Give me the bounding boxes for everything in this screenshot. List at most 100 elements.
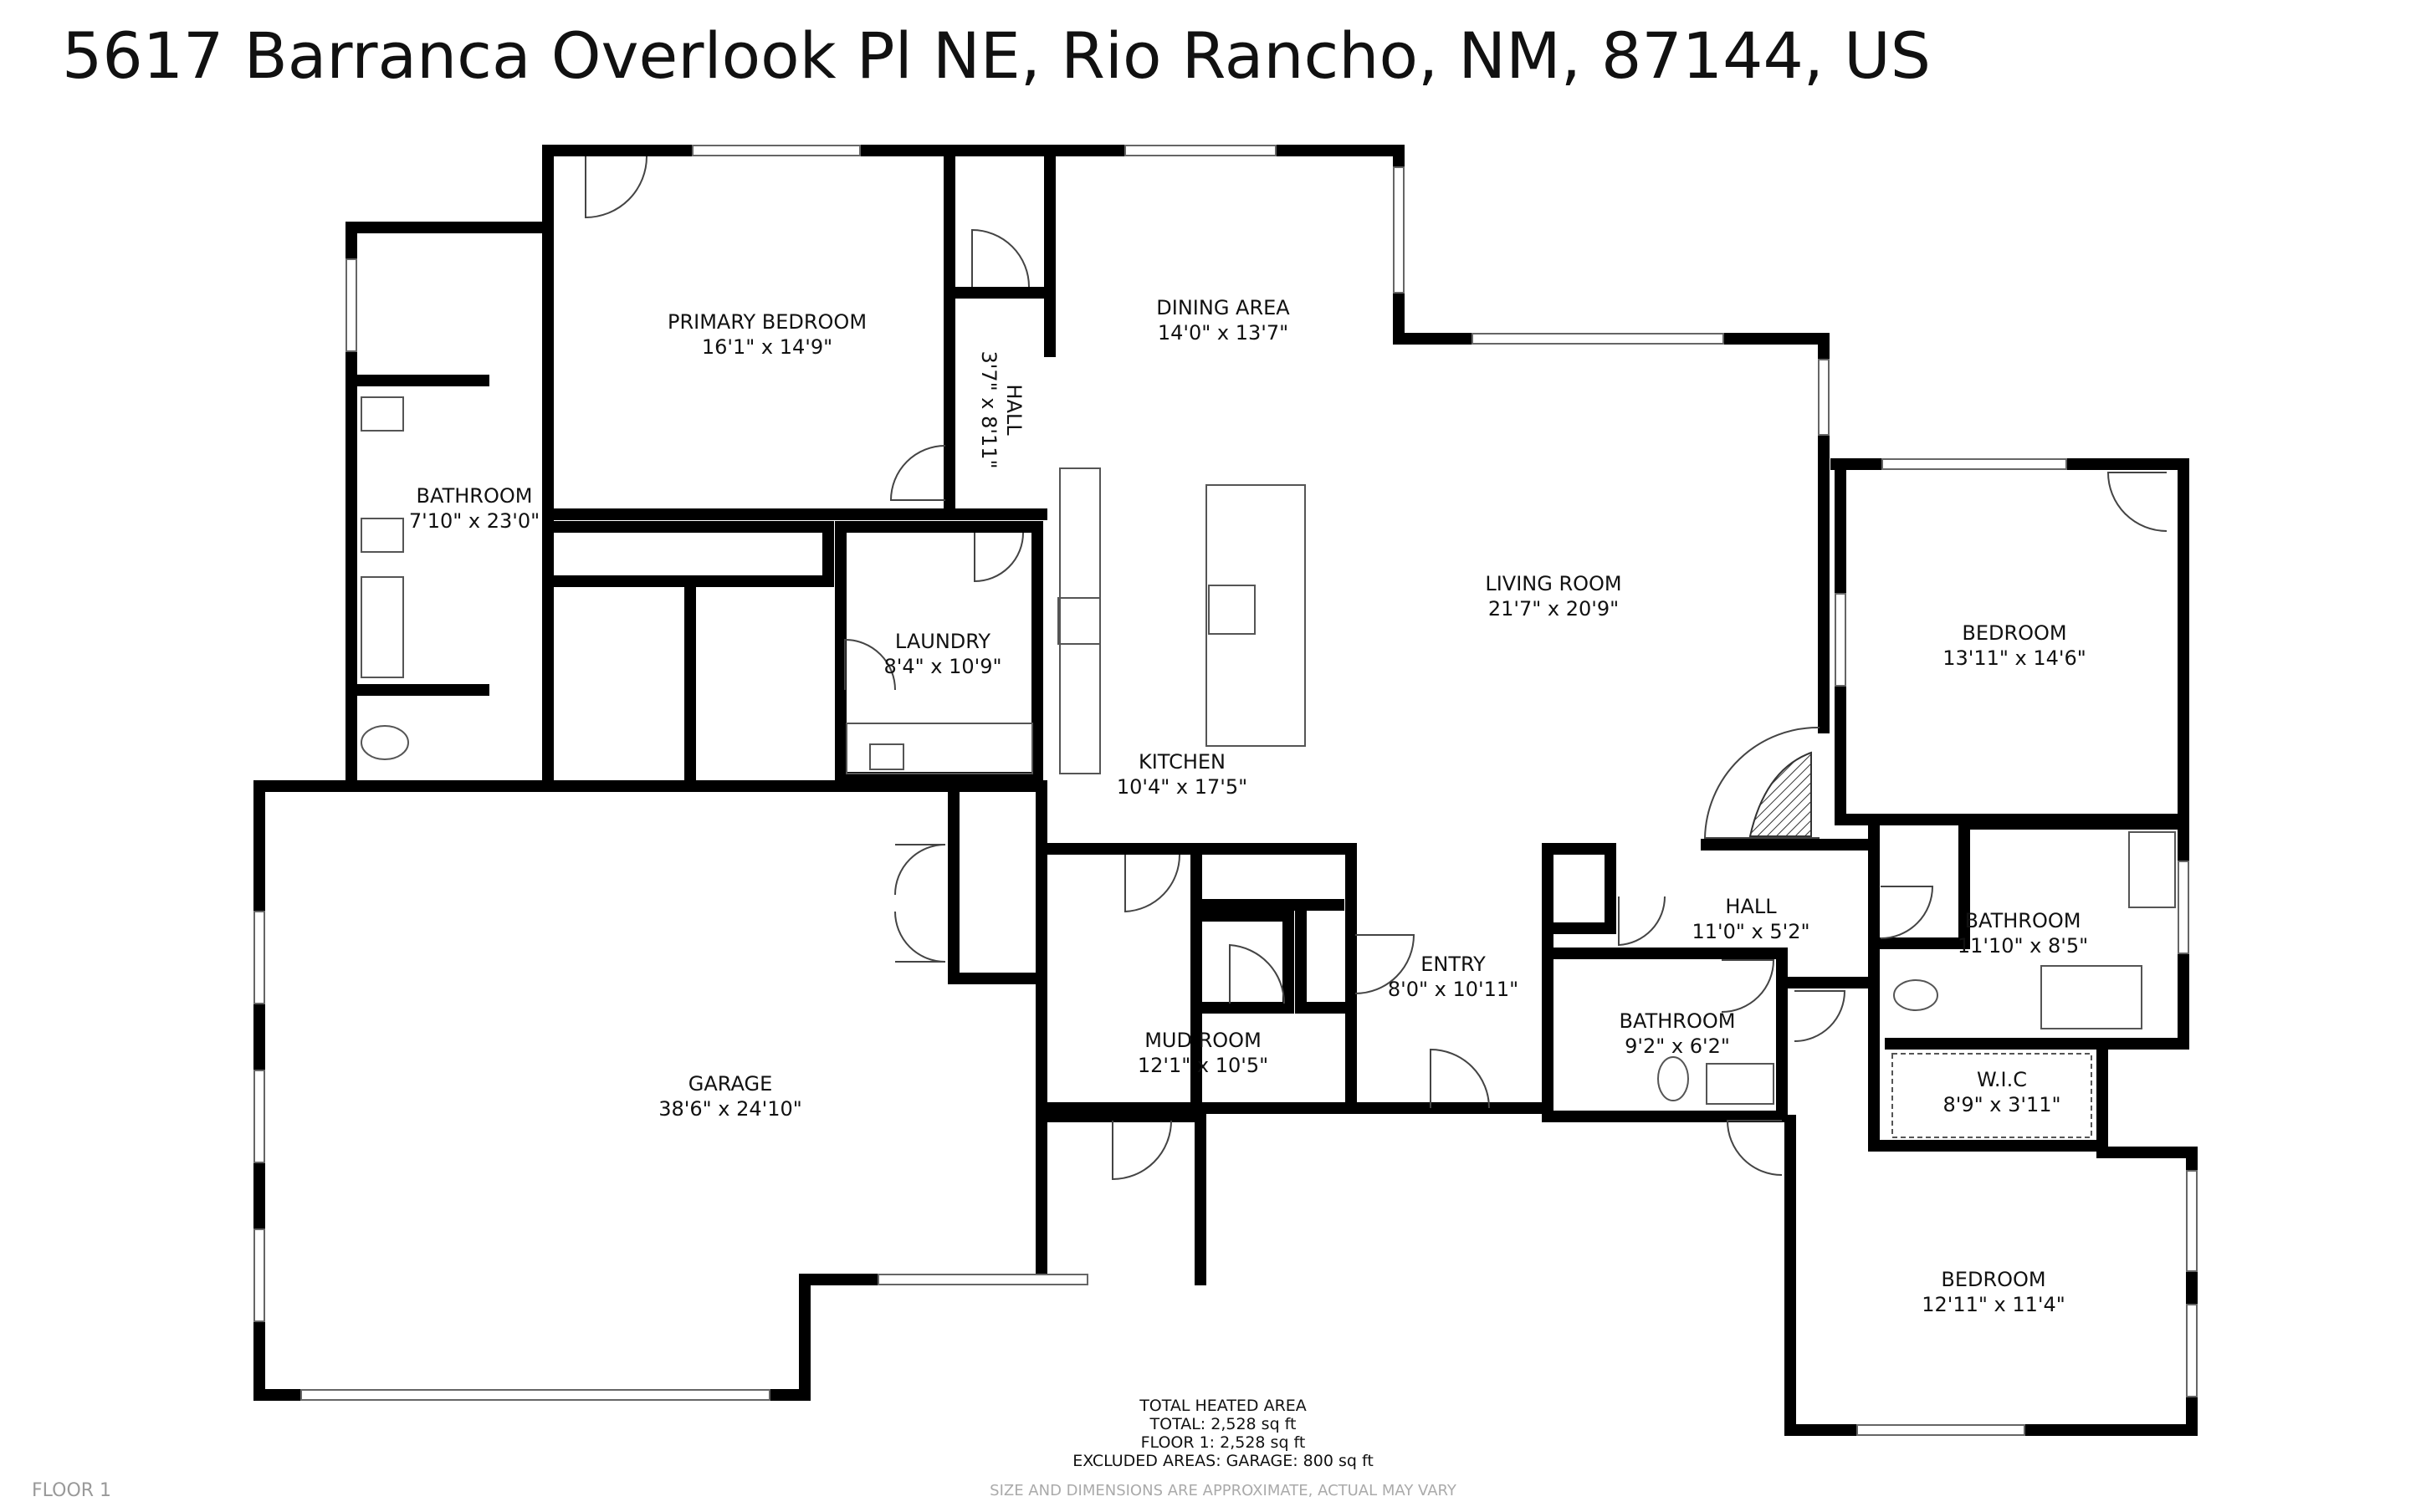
wall: [1295, 910, 1357, 1014]
window: [1856, 1424, 2025, 1436]
door-swing: [1726, 1120, 1783, 1176]
vanity-sink: [2128, 831, 2176, 908]
vanity-sink: [1706, 1063, 1774, 1105]
door-swing: [585, 156, 647, 219]
room-dims: 8'0" x 10'11": [1387, 978, 1519, 1001]
room-primary-bedroom: PRIMARY BEDROOM 16'1" x 14'9": [668, 309, 867, 360]
room-name: PRIMARY BEDROOM: [667, 310, 868, 334]
wall: [944, 145, 1056, 357]
room-dims: 12'1" x 10'5": [1137, 1054, 1269, 1077]
door-swing: [1430, 1048, 1490, 1109]
room-bathroom-primary: BATHROOM 7'10" x 23'0": [409, 483, 540, 534]
totals-heading: TOTAL HEATED AREA: [1139, 1397, 1307, 1415]
room-dims: 13'11" x 14'6": [1942, 646, 2086, 670]
wall: [1868, 985, 2108, 1152]
room-bedroom-east: BEDROOM 13'11" x 14'6": [1942, 621, 2086, 671]
room-kitchen: KITCHEN 10'4" x 17'5": [1117, 749, 1247, 799]
room-wic: W.I.C 8'9" x 3'11": [1942, 1067, 2060, 1117]
window: [1472, 333, 1724, 345]
wall: [542, 521, 834, 587]
room-name: BEDROOM: [1962, 621, 2067, 645]
room-bathroom-mid: BATHROOM 9'2" x 6'2": [1620, 1009, 1736, 1059]
door-swing: [1112, 1120, 1172, 1181]
room-name: BATHROOM: [416, 484, 533, 508]
shower: [361, 576, 404, 678]
room-dims: 8'9" x 3'11": [1942, 1093, 2061, 1116]
door-swing: [844, 638, 896, 691]
page-title: 5617 Barranca Overlook Pl NE, Rio Rancho…: [62, 18, 1931, 93]
room-name: W.I.C: [1976, 1068, 2028, 1091]
door-swing: [894, 911, 946, 963]
windows: [253, 145, 2198, 1436]
window: [692, 145, 861, 156]
room-dims: 3'7" x 8'11": [977, 350, 1001, 469]
fixtures: [361, 396, 2176, 1138]
totals-excluded: EXCLUDED AREAS: GARAGE: 800 sq ft: [1072, 1452, 1374, 1470]
window: [253, 1070, 265, 1163]
room-dims: 12'11" x 11'4": [1922, 1293, 2065, 1316]
window: [1124, 145, 1277, 156]
room-dims: 7'10" x 23'0": [408, 509, 540, 533]
wall: [253, 780, 1047, 1401]
room-entry: ENTRY 8'0" x 10'11": [1388, 952, 1518, 1002]
kitchen-island: [1205, 484, 1306, 747]
doors: [585, 156, 2168, 1181]
room-name: KITCHEN: [1138, 750, 1226, 774]
room-living-room: LIVING ROOM 21'7" x 20'9": [1485, 571, 1621, 621]
cooktop: [1057, 597, 1101, 645]
door-swing: [894, 844, 946, 896]
area-totals: TOTAL HEATED AREA TOTAL: 2,528 sq ft FLO…: [1072, 1397, 1374, 1470]
room-name: LIVING ROOM: [1485, 572, 1622, 595]
wall: [1190, 843, 1344, 911]
toilet: [1893, 979, 1938, 1011]
room-hall-1: HALL 3'7" x 8'11": [976, 350, 1026, 468]
bathtub: [2040, 965, 2142, 1029]
room-name: HALL: [1002, 384, 1026, 436]
door-swing: [971, 228, 1030, 288]
wall: [948, 789, 1047, 984]
wall: [1542, 948, 1788, 1122]
disclaimer: SIZE AND DIMENSIONS ARE APPROXIMATE, ACT…: [990, 1482, 1456, 1499]
door-swing: [1618, 896, 1666, 947]
room-dims: 11'0" x 5'2": [1692, 920, 1810, 943]
room-dims: 16'1" x 14'9": [701, 335, 833, 359]
window: [1818, 359, 1830, 436]
toilet: [1657, 1056, 1689, 1101]
window: [878, 1274, 1088, 1285]
island-sink: [1208, 585, 1256, 635]
room-name: HALL: [1725, 895, 1777, 918]
wall: [1868, 814, 1970, 949]
window: [1835, 593, 1846, 687]
laundry-sink: [869, 743, 904, 770]
fireplace-hearth: [1748, 751, 1812, 837]
totals-total: TOTAL: 2,528 sq ft: [1149, 1415, 1297, 1433]
room-name: MUD ROOM: [1144, 1029, 1262, 1052]
room-mud-room: MUD ROOM 12'1" x 10'5": [1138, 1028, 1268, 1078]
room-name: GARAGE: [688, 1072, 773, 1096]
vanity-sink: [361, 518, 404, 553]
door-swing: [1354, 934, 1415, 994]
room-name: LAUNDRY: [894, 630, 991, 653]
window: [2178, 861, 2189, 954]
wall: [1542, 843, 1616, 1114]
fireplace-arc: [1703, 726, 1820, 839]
room-dims: 11'10" x 8'5": [1957, 934, 2089, 958]
room-bathroom-east: BATHROOM 11'10" x 8'5": [1958, 908, 2088, 958]
room-dims: 21'7" x 20'9": [1487, 597, 1620, 621]
window: [300, 1389, 770, 1401]
room-name: ENTRY: [1420, 953, 1486, 976]
wall: [1784, 1115, 2198, 1436]
room-dims: 9'2" x 6'2": [1625, 1034, 1730, 1058]
wall: [835, 521, 1043, 784]
door-swing: [1721, 959, 1775, 1013]
door-swing: [1880, 886, 1934, 939]
door-swing: [889, 445, 946, 501]
kitchen-counter: [1059, 467, 1101, 774]
window: [1881, 458, 2067, 470]
room-bedroom-south: BEDROOM 12'11" x 11'4": [1922, 1267, 2065, 1317]
window: [345, 258, 357, 352]
laundry-counter: [846, 723, 1033, 774]
door-swing: [1124, 854, 1181, 913]
room-garage: GARAGE 38'6" x 24'10": [658, 1071, 802, 1121]
